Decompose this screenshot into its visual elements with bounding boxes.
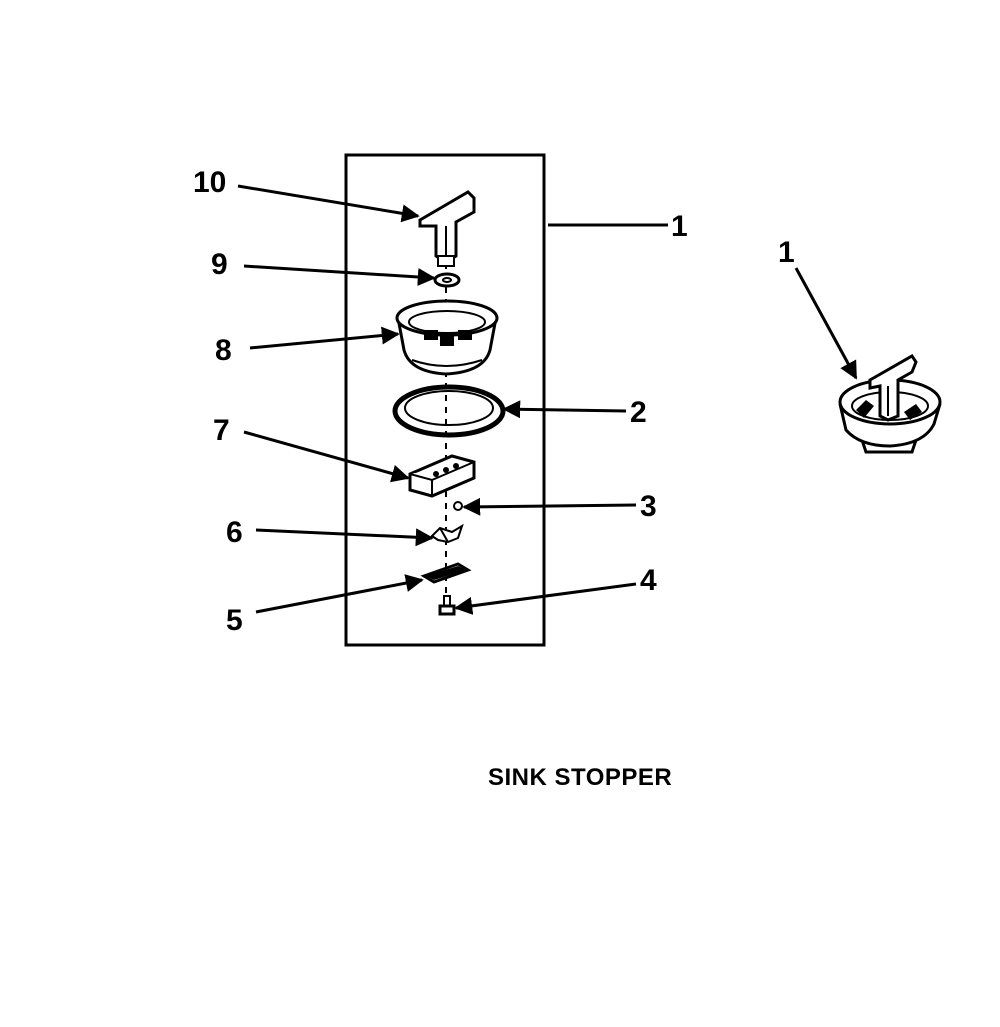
part-7-lever-block (408, 454, 476, 498)
part-9-washer (433, 272, 461, 288)
leader-4 (454, 582, 637, 615)
leader-9 (243, 264, 436, 286)
part-2-gasket (392, 384, 506, 438)
callout-5: 5 (226, 604, 243, 637)
diagram-caption: SINK STOPPER (488, 764, 672, 791)
leader-6 (255, 528, 434, 547)
callout-10: 10 (193, 166, 226, 199)
part-5-plate (420, 562, 472, 584)
callout-8: 8 (215, 334, 232, 367)
part-4-screw (438, 595, 456, 616)
callout-7: 7 (213, 414, 230, 447)
leader-1-assembled (794, 267, 858, 380)
leader-10 (237, 184, 420, 223)
callout-1-assembled: 1 (778, 236, 795, 269)
leader-3 (462, 497, 637, 516)
callout-2: 2 (630, 396, 647, 429)
callout-6: 6 (226, 516, 243, 549)
part-6-spring-clip (430, 523, 464, 544)
part-3-pin (453, 501, 463, 511)
assembled-stopper (838, 354, 942, 454)
part-10-handle (418, 190, 476, 267)
part-8-stopper-cup (395, 299, 499, 376)
exploded-view-frame (344, 153, 546, 647)
callout-4: 4 (640, 564, 657, 597)
leader-5 (255, 574, 424, 614)
callout-3: 3 (640, 490, 657, 523)
leader-8 (249, 326, 400, 350)
callout-1-box: 1 (671, 210, 688, 243)
callout-9: 9 (211, 248, 228, 281)
leader-2 (502, 400, 627, 419)
leader-7 (243, 430, 410, 483)
